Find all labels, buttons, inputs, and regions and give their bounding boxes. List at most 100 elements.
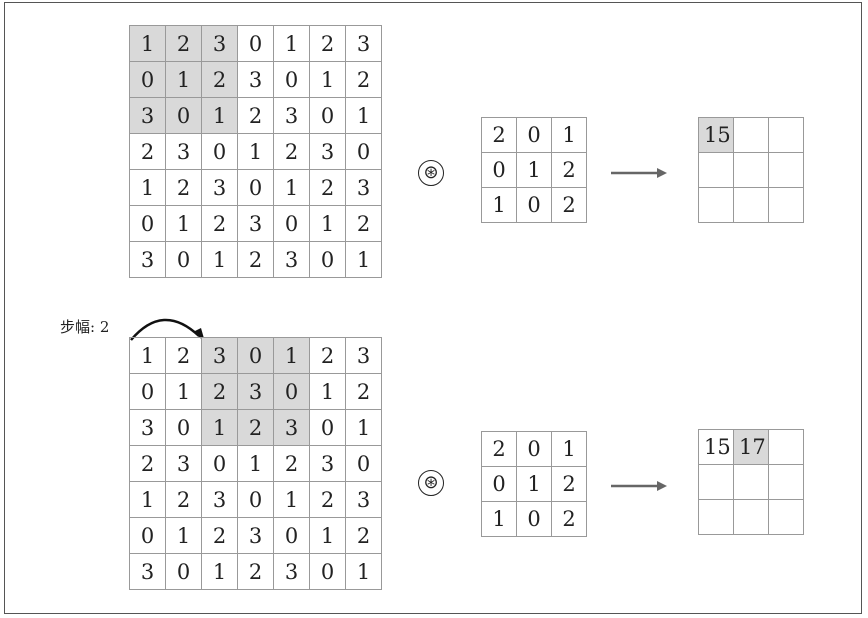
- input-cell: 1: [237, 133, 274, 170]
- input-cell: 2: [273, 445, 310, 482]
- input-cell: 1: [273, 481, 310, 518]
- input-cell: 2: [309, 25, 346, 62]
- arrow-icon: [611, 168, 667, 178]
- input-cell: 3: [129, 241, 166, 278]
- input-cell: 2: [129, 133, 166, 170]
- input-cell: 2: [165, 25, 202, 62]
- kernel-cell: 0: [516, 187, 552, 223]
- input-cell: 3: [201, 481, 238, 518]
- input-cell: 0: [273, 61, 310, 98]
- input-cell: 1: [273, 337, 310, 374]
- output-grid-top: 15: [698, 117, 804, 223]
- kernel-cell: 1: [551, 431, 587, 467]
- input-cell: 3: [129, 97, 166, 134]
- input-cell: 2: [165, 169, 202, 206]
- input-cell: 1: [165, 373, 202, 410]
- input-cell: 3: [345, 169, 382, 206]
- stride-label: 步幅: 2: [60, 318, 110, 336]
- kernel-cell: 0: [481, 466, 517, 502]
- grid-row: [698, 152, 804, 188]
- input-cell: 0: [273, 373, 310, 410]
- input-cell: 1: [165, 61, 202, 98]
- output-cell: [733, 187, 769, 223]
- output-cell: [698, 499, 734, 535]
- input-cell: 1: [201, 409, 238, 446]
- input-cell: 3: [129, 409, 166, 446]
- kernel-cell: 1: [551, 117, 587, 153]
- input-cell: 2: [237, 409, 274, 446]
- input-cell: 1: [201, 553, 238, 590]
- input-cell: 3: [237, 61, 274, 98]
- output-cell: [698, 152, 734, 188]
- kernel-cell: 2: [481, 431, 517, 467]
- output-cell: [698, 464, 734, 500]
- input-cell: 2: [201, 373, 238, 410]
- input-cell: 0: [129, 373, 166, 410]
- input-cell: 1: [309, 205, 346, 242]
- input-cell: 1: [273, 25, 310, 62]
- input-cell: 3: [273, 241, 310, 278]
- input-cell: 0: [309, 97, 346, 134]
- kernel-cell: 0: [516, 117, 552, 153]
- input-cell: 2: [309, 481, 346, 518]
- input-cell: 0: [273, 517, 310, 554]
- output-cell: [768, 429, 804, 465]
- input-cell: 2: [273, 133, 310, 170]
- output-cell: [768, 499, 804, 535]
- input-cell: 3: [309, 133, 346, 170]
- input-cell: 2: [309, 337, 346, 374]
- kernel-cell: 2: [481, 117, 517, 153]
- input-cell: 2: [345, 205, 382, 242]
- kernel-cell: 2: [551, 187, 587, 223]
- input-cell: 3: [345, 337, 382, 374]
- output-cell: [768, 464, 804, 500]
- input-cell: 1: [129, 481, 166, 518]
- input-cell: 3: [165, 133, 202, 170]
- input-cell: 1: [309, 373, 346, 410]
- input-cell: 2: [201, 517, 238, 554]
- input-cell: 1: [129, 169, 166, 206]
- kernel-cell: 1: [481, 501, 517, 537]
- input-cell: 3: [201, 169, 238, 206]
- input-cell: 3: [273, 409, 310, 446]
- input-cell: 2: [237, 553, 274, 590]
- input-cell: 0: [237, 25, 274, 62]
- input-cell: 0: [129, 61, 166, 98]
- input-cell: 3: [201, 25, 238, 62]
- output-cell: [768, 187, 804, 223]
- input-cell: 0: [237, 481, 274, 518]
- kernel-cell: 2: [551, 152, 587, 188]
- input-cell: 0: [309, 409, 346, 446]
- kernel-cell: 0: [516, 431, 552, 467]
- output-cell: [733, 464, 769, 500]
- input-cell: 3: [309, 445, 346, 482]
- grid-row: [698, 499, 804, 535]
- input-cell: 2: [309, 169, 346, 206]
- output-cell: 15: [698, 117, 734, 153]
- kernel-cell: 0: [481, 152, 517, 188]
- kernel-cell: 1: [481, 187, 517, 223]
- input-cell: 0: [165, 409, 202, 446]
- input-cell: 0: [237, 169, 274, 206]
- output-cell: [768, 152, 804, 188]
- convolution-operator-icon: ⊛: [418, 470, 444, 496]
- input-cell: 3: [237, 517, 274, 554]
- output-cell: 17: [733, 429, 769, 465]
- kernel-cell: 2: [551, 501, 587, 537]
- input-cell: 1: [201, 241, 238, 278]
- input-cell: 3: [201, 337, 238, 374]
- input-cell: 1: [129, 25, 166, 62]
